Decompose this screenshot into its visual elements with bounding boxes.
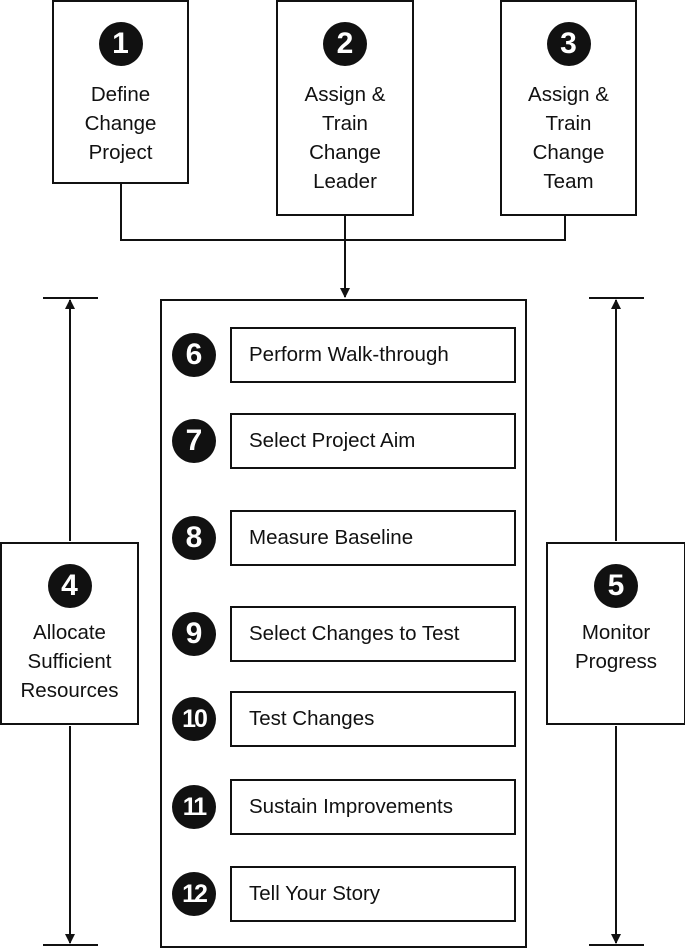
step-1-box: 1 Define Change Project xyxy=(52,0,189,184)
step-7-label: Select Project Aim xyxy=(230,413,516,469)
step-6-number-badge: 6 xyxy=(172,333,216,377)
step-2-box: 2 Assign & Train Change Leader xyxy=(276,0,414,216)
step-5-label: Monitor Progress xyxy=(574,621,658,673)
step-8-number-badge: 8 xyxy=(172,516,216,560)
step-10-row: 10 Test Changes xyxy=(172,691,516,747)
step-5-box: 5 Monitor Progress xyxy=(546,542,685,725)
step-7-row: 7 Select Project Aim xyxy=(172,413,516,469)
step-1-label: Define Change Project xyxy=(84,83,157,164)
step-4-number-badge: 4 xyxy=(47,564,92,608)
step-12-label: Tell Your Story xyxy=(230,866,516,922)
step-6-label: Perform Walk-through xyxy=(230,327,516,383)
step-8-label: Measure Baseline xyxy=(230,510,516,566)
step-11-number-badge: 11 xyxy=(172,785,216,829)
step-9-label: Select Changes to Test xyxy=(230,606,516,662)
step-7-number-badge: 7 xyxy=(172,419,216,463)
step-2-number-badge: 2 xyxy=(323,22,367,66)
step-9-number-badge: 9 xyxy=(172,612,216,656)
step-12-row: 12 Tell Your Story xyxy=(172,866,516,922)
step-5-number-badge: 5 xyxy=(594,564,638,608)
step-8-row: 8 Measure Baseline xyxy=(172,510,516,566)
step-4-box: 4 Allocate Sufficient Resources xyxy=(0,542,139,725)
step-3-number-badge: 3 xyxy=(546,22,591,66)
step-10-number-badge: 10 xyxy=(172,697,216,741)
step-6-row: 6 Perform Walk-through xyxy=(172,327,516,383)
step-1-number-badge: 1 xyxy=(98,22,143,66)
step-4-label: Allocate Sufficient Resources xyxy=(20,621,119,702)
step-9-row: 9 Select Changes to Test xyxy=(172,606,516,662)
top-merge-connector xyxy=(120,184,566,241)
step-3-label: Assign & Train Change Team xyxy=(528,83,609,193)
step-12-number-badge: 12 xyxy=(172,872,216,916)
step-2-label: Assign & Train Change Leader xyxy=(304,83,386,193)
step-11-label: Sustain Improvements xyxy=(230,779,516,835)
step-11-row: 11 Sustain Improvements xyxy=(172,779,516,835)
step-3-box: 3 Assign & Train Change Team xyxy=(500,0,637,216)
step-10-label: Test Changes xyxy=(230,691,516,747)
